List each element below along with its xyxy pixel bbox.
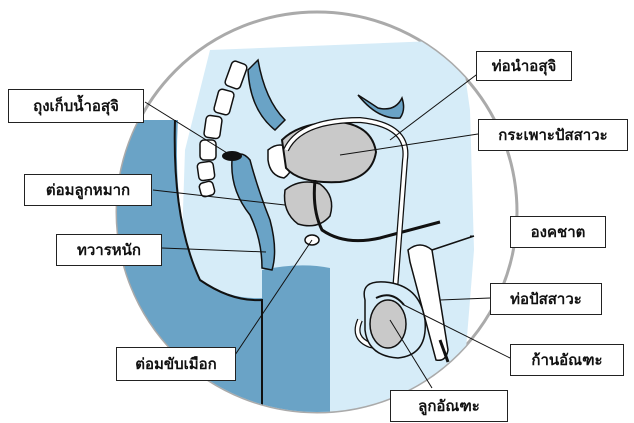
label-seminal-vesicle: ถุงเก็บน้ำอสุจิ bbox=[8, 89, 144, 123]
label-prostate: ต่อมลูกหมาก bbox=[24, 174, 152, 206]
label-penis: องคชาต bbox=[510, 216, 606, 248]
label-bladder: กระเพาะปัสสาวะ bbox=[478, 119, 628, 151]
label-testis: ลูกอัณฑะ bbox=[390, 390, 508, 422]
testis-shape bbox=[370, 300, 406, 348]
label-epididymis: ก้านอัณฑะ bbox=[510, 344, 624, 376]
label-rectum: ทวารหนัก bbox=[56, 234, 162, 266]
lower-tissue bbox=[262, 265, 330, 423]
label-vas-deferens: ท่อนำอสุจิ bbox=[476, 51, 572, 81]
label-cowper: ต่อมขับเมือก bbox=[116, 347, 236, 381]
label-urethra: ท่อปัสสาวะ bbox=[490, 283, 602, 315]
